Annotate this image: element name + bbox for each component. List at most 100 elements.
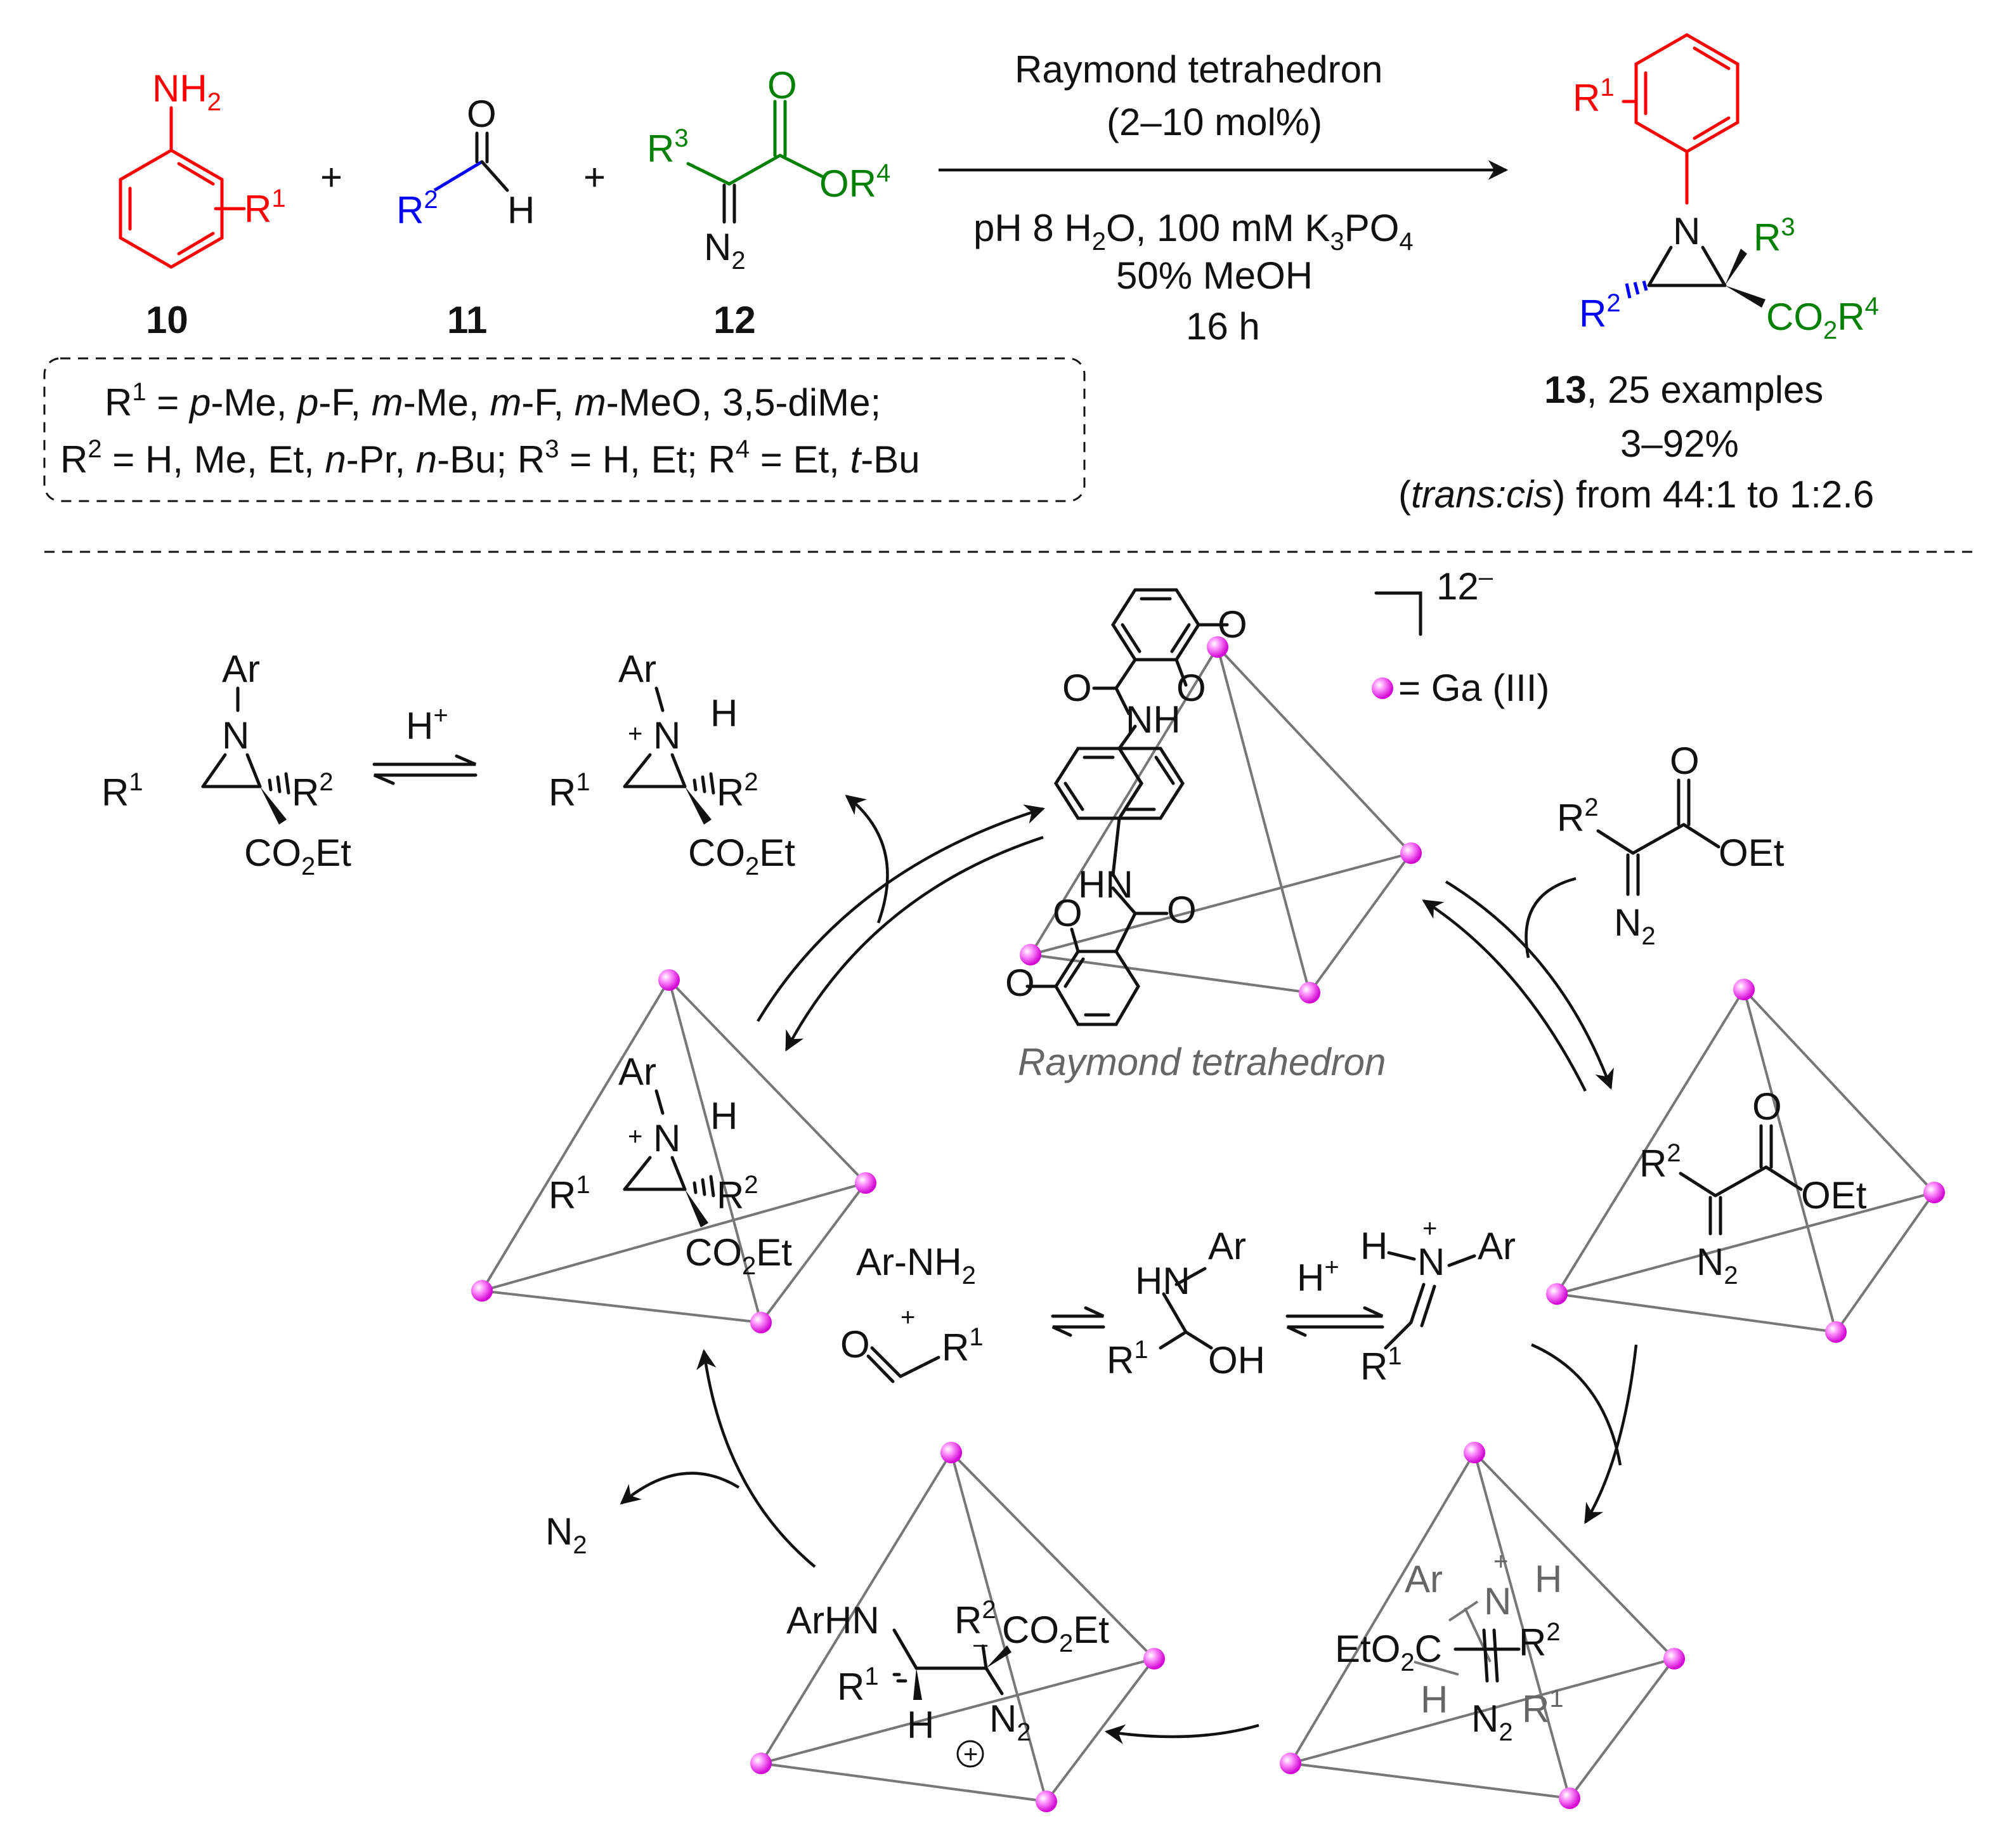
compound-number-10: 10: [146, 299, 188, 341]
diastereoselectivity: (trans:cis) from 44:1 to 1:2.6: [1398, 473, 1874, 516]
co2r4-label: CO2R4: [1766, 292, 1879, 344]
o-label: O: [1062, 667, 1092, 709]
oet-label: OEt: [1801, 1174, 1867, 1217]
r2-label: R2: [1519, 1618, 1561, 1664]
ga-sphere-icon: [750, 1312, 772, 1333]
ar-label: Ar: [618, 1050, 656, 1093]
substrate-scope-box: R1 = p-Me, p-F, m-Me, m-F, m-MeO, 3,5-di…: [43, 357, 1086, 502]
ga-sphere-icon: [1546, 1283, 1568, 1305]
h-label: H: [1360, 1225, 1388, 1267]
o-label: O: [767, 64, 797, 107]
n-label: N: [222, 714, 249, 757]
iminium-formation: Ar-NH2 + O R1 HN Ar R1 OH H+ H N + Ar R1: [840, 1215, 1516, 1388]
o-label: O: [1005, 962, 1035, 1004]
r1-label: R1: [549, 1171, 590, 1217]
ga-sphere-icon: [1372, 677, 1393, 699]
h-plus-label: H+: [406, 702, 448, 747]
r2-label: R2: [717, 768, 758, 814]
ga-sphere-icon: [1020, 944, 1041, 965]
arhn-label: ArHN: [786, 1599, 880, 1642]
ga-sphere-icon: [1733, 979, 1755, 1000]
h-label: H: [1535, 1558, 1562, 1600]
ar-label: Ar: [222, 648, 260, 690]
reaction-conditions: Raymond tetrahedron (2–10 mol%) pH 8 H2O…: [939, 48, 1509, 348]
ga-sphere-icon: [1280, 1753, 1301, 1774]
h-plus-label: H+: [1297, 1253, 1339, 1299]
r1-label: R1: [837, 1662, 879, 1708]
n2-label: N2: [704, 226, 746, 275]
catecholamide-ligand: O O O NH HN O O O: [1005, 588, 1247, 1026]
oh-label: OH: [1208, 1339, 1265, 1382]
o-label: O: [1670, 740, 1700, 782]
product-13-aziridine: R1 N R2 R3 CO2R4 13, 25 examples 3–92% (…: [1398, 33, 1879, 516]
r1-label: R1: [101, 768, 143, 814]
r2-label: R2: [954, 1596, 996, 1642]
raymond-tetrahedron-catalyst: O O O NH HN O O O Raymond tetrahedron: [1005, 588, 1422, 1083]
ga-sphere-icon: [1663, 1648, 1685, 1669]
plus-sign: +: [901, 1303, 915, 1331]
compound-number-12: 12: [713, 299, 756, 341]
h-label: H: [710, 692, 738, 735]
o-label: O: [467, 93, 497, 135]
svg-text:12–: 12–: [1436, 563, 1493, 608]
free-aziridine: Ar N R1 R2 CO2Et: [101, 648, 351, 880]
ga-sphere-icon: [1923, 1182, 1945, 1203]
ga-sphere-icon: [658, 969, 680, 991]
ga-sphere-icon: [750, 1753, 772, 1774]
time: 16 h: [1186, 305, 1260, 348]
n-label: N: [653, 1117, 680, 1159]
protonation-equilibrium: H+: [372, 702, 478, 785]
ga-sphere-icon: [1464, 1442, 1485, 1463]
n2-label: N2: [1614, 901, 1656, 950]
n2-label: N2: [989, 1697, 1031, 1746]
r1-label: R1: [1573, 74, 1615, 119]
r1-label: R1: [549, 768, 590, 814]
co2et-label: CO2Et: [244, 832, 351, 880]
aniline-label: Ar-NH2: [856, 1241, 976, 1290]
o-label: O: [1167, 889, 1197, 931]
r2-label: R2: [1557, 794, 1599, 839]
catalyst-caption: Raymond tetrahedron: [1018, 1041, 1386, 1083]
plus-charge: +: [1493, 1548, 1508, 1576]
plus-charge: +: [1422, 1215, 1437, 1243]
cage-diazo-ester: R2 O OEt N2: [1546, 979, 1945, 1343]
plus-charge: +: [628, 720, 642, 748]
r1-label: R1: [1522, 1685, 1564, 1730]
ga-sphere-icon: [1400, 842, 1422, 864]
r2-label: R2: [717, 1171, 758, 1217]
ga-sphere-icon: [1036, 1791, 1057, 1812]
o-label: O: [1053, 892, 1083, 934]
hn-label: HN: [1135, 1260, 1190, 1302]
nh2-label: NH2: [152, 67, 221, 116]
ga-sphere-icon: [471, 1280, 493, 1302]
catalyst-name: Raymond tetrahedron: [1015, 48, 1382, 91]
free-aziridinium: Ar + N H R1 R2 CO2Et: [549, 648, 795, 880]
n2-release-label: N2: [545, 1510, 587, 1559]
scope-r2-r3-r4-line: R2 = H, Me, Et, n-Pr, n-Bu; R3 = H, Et; …: [60, 435, 920, 481]
plus-charge-circle: [956, 1740, 984, 1768]
ph-buffer-line: pH 8 H2O, 100 mM K3PO4: [973, 207, 1414, 256]
hn-label: HN: [1078, 863, 1133, 906]
plus-sign: +: [320, 156, 342, 199]
compound-12-diazo-ester: O R3 OR4 N2 12: [647, 64, 890, 341]
o-label: O: [1176, 667, 1206, 709]
minus-charge: –: [973, 1630, 988, 1658]
n-label: N: [1484, 1580, 1511, 1623]
plus-charge: +: [628, 1123, 642, 1151]
ga-sphere-icon: [1207, 636, 1228, 658]
co2et-label: CO2Et: [688, 832, 795, 880]
cage-ts-complex: Ar + N H EtO2C R2 H R1 N2: [1280, 1442, 1685, 1809]
ar-label: Ar: [1478, 1225, 1516, 1267]
r3-label: R3: [647, 124, 689, 170]
n-label: N: [1417, 1241, 1445, 1283]
nh-label: NH: [1126, 698, 1181, 741]
cage-charge: 12–: [1374, 563, 1493, 636]
ga-sphere-icon: [1559, 1787, 1580, 1809]
r1-label: R1: [1107, 1336, 1148, 1382]
h-label: H: [507, 189, 535, 232]
r2-label: R2: [1639, 1139, 1681, 1185]
compound-10-aniline: NH2 R1 10: [119, 67, 286, 341]
oet-label: OEt: [1719, 832, 1785, 874]
solvent: 50% MeOH: [1116, 254, 1313, 297]
